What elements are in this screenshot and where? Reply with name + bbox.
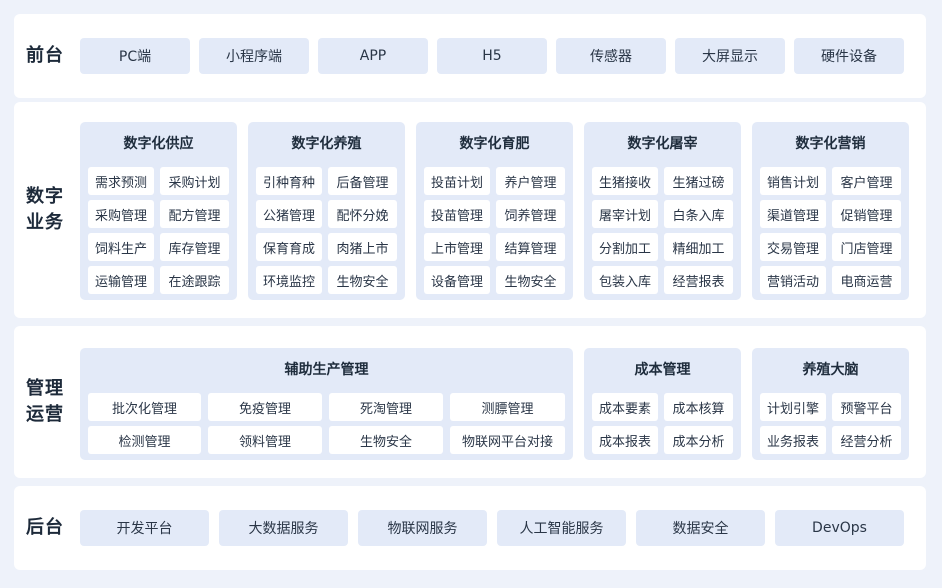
group-item: 配方管理 [160,200,229,228]
group-item: 成本分析 [664,426,733,454]
group-item: 引种育种 [256,167,322,195]
frontend-layer: 前台 PC端 小程序端 APP H5 传感器 大屏显示 硬件设备 [14,14,926,98]
group-item: 环境监控 [256,266,322,294]
group-item: 批次化管理 [88,393,201,421]
group-item: 需求预测 [88,167,154,195]
group-item: 采购管理 [88,200,154,228]
group-item: 上市管理 [424,233,490,261]
group-digital-marketing: 数字化营销 销售计划 客户管理 渠道管理 促销管理 交易管理 门店管理 营销活动… [752,122,909,300]
group-item: 预警平台 [832,393,901,421]
layer-title-line: 数字 [26,186,64,207]
layer-title-operations: 管理 运营 [14,326,76,478]
group-title: 数字化供应 [123,136,194,152]
group-title: 数字化屠宰 [627,136,698,152]
frontend-item-sensor: 传感器 [556,38,666,74]
layer-title-line: 运营 [26,404,64,425]
frontend-item-bigscreen: 大屏显示 [675,38,785,74]
backend-layer: 后台 开发平台 大数据服务 物联网服务 人工智能服务 数据安全 DevOps [14,486,926,570]
group-item: 领料管理 [208,426,322,454]
layer-title-business: 数字 业务 [14,102,76,318]
group-item: 客户管理 [832,167,901,195]
group-title: 数字化营销 [795,136,866,152]
group-item: 在途跟踪 [160,266,229,294]
group-item: 屠宰计划 [592,200,658,228]
group-item: 生物安全 [328,266,397,294]
group-item: 计划引擎 [760,393,826,421]
group-item: 投苗管理 [424,200,490,228]
group-title: 养殖大脑 [802,362,859,378]
group-digital-slaughter: 数字化屠宰 生猪接收 生猪过磅 屠宰计划 白条入库 分割加工 精细加工 包装入库… [584,122,741,300]
group-item: 养户管理 [496,167,565,195]
group-item: 成本核算 [664,393,733,421]
group-item: 促销管理 [832,200,901,228]
group-item: 公猪管理 [256,200,322,228]
group-item: 库存管理 [160,233,229,261]
frontend-item-app: APP [318,38,428,74]
group-item: 投苗计划 [424,167,490,195]
group-item: 免疫管理 [208,393,322,421]
layer-title-line: 管理 [26,378,64,399]
group-item: 运输管理 [88,266,154,294]
group-item: 经营报表 [664,266,733,294]
group-item: 门店管理 [832,233,901,261]
group-item: 经营分析 [832,426,901,454]
frontend-item-pc: PC端 [80,38,190,74]
group-item: 生猪过磅 [664,167,733,195]
frontend-item-h5: H5 [437,38,547,74]
group-item: 死淘管理 [329,393,443,421]
group-item: 生猪接收 [592,167,658,195]
business-layer: 数字 业务 数字化供应 需求预测 采购计划 采购管理 配方管理 饲料生产 库存管… [14,102,926,318]
group-item: 后备管理 [328,167,397,195]
backend-item-dev-platform: 开发平台 [80,510,209,546]
group-item: 饲养管理 [496,200,565,228]
group-item: 采购计划 [160,167,229,195]
operations-layer: 管理 运营 辅助生产管理 批次化管理 免疫管理 死淘管理 测膘管理 检测管理 领… [14,326,926,478]
group-item: 业务报表 [760,426,826,454]
group-item: 营销活动 [760,266,826,294]
group-item: 饲料生产 [88,233,154,261]
group-item: 测膘管理 [450,393,565,421]
backend-item-iot: 物联网服务 [358,510,487,546]
group-item: 成本要素 [592,393,658,421]
group-item: 分割加工 [592,233,658,261]
backend-item-ai: 人工智能服务 [497,510,626,546]
frontend-item-miniprogram: 小程序端 [199,38,309,74]
group-item: 结算管理 [496,233,565,261]
group-item: 配怀分娩 [328,200,397,228]
group-item: 物联网平台对接 [450,426,565,454]
group-digital-breeding: 数字化养殖 引种育种 后备管理 公猪管理 配怀分娩 保育育成 肉猪上市 环境监控… [248,122,405,300]
group-item: 肉猪上市 [328,233,397,261]
backend-item-devops: DevOps [775,510,904,546]
group-cost-management: 成本管理 成本要素 成本核算 成本报表 成本分析 [584,348,741,460]
layer-title-backend: 后台 [26,517,64,538]
group-digital-supply: 数字化供应 需求预测 采购计划 采购管理 配方管理 饲料生产 库存管理 运输管理… [80,122,237,300]
layer-title-frontend: 前台 [26,45,64,66]
group-item: 生物安全 [496,266,565,294]
group-item: 交易管理 [760,233,826,261]
group-item: 保育育成 [256,233,322,261]
group-breeding-brain: 养殖大脑 计划引擎 预警平台 业务报表 经营分析 [752,348,909,460]
group-item: 精细加工 [664,233,733,261]
group-item: 渠道管理 [760,200,826,228]
group-item: 白条入库 [664,200,733,228]
frontend-item-hardware: 硬件设备 [794,38,904,74]
group-digital-fattening: 数字化育肥 投苗计划 养户管理 投苗管理 饲养管理 上市管理 结算管理 设备管理… [416,122,573,300]
group-title: 数字化育肥 [459,136,530,152]
backend-item-bigdata: 大数据服务 [219,510,348,546]
group-aux-production: 辅助生产管理 批次化管理 免疫管理 死淘管理 测膘管理 检测管理 领料管理 生物… [80,348,573,460]
group-item: 成本报表 [592,426,658,454]
group-title: 数字化养殖 [291,136,362,152]
group-title: 成本管理 [634,362,691,378]
group-item: 电商运营 [832,266,901,294]
group-item: 设备管理 [424,266,490,294]
group-title: 辅助生产管理 [284,362,369,378]
group-item: 生物安全 [329,426,443,454]
group-item: 包装入库 [592,266,658,294]
layer-title-line: 业务 [26,212,64,233]
group-item: 检测管理 [88,426,201,454]
group-item: 销售计划 [760,167,826,195]
backend-item-data-security: 数据安全 [636,510,765,546]
